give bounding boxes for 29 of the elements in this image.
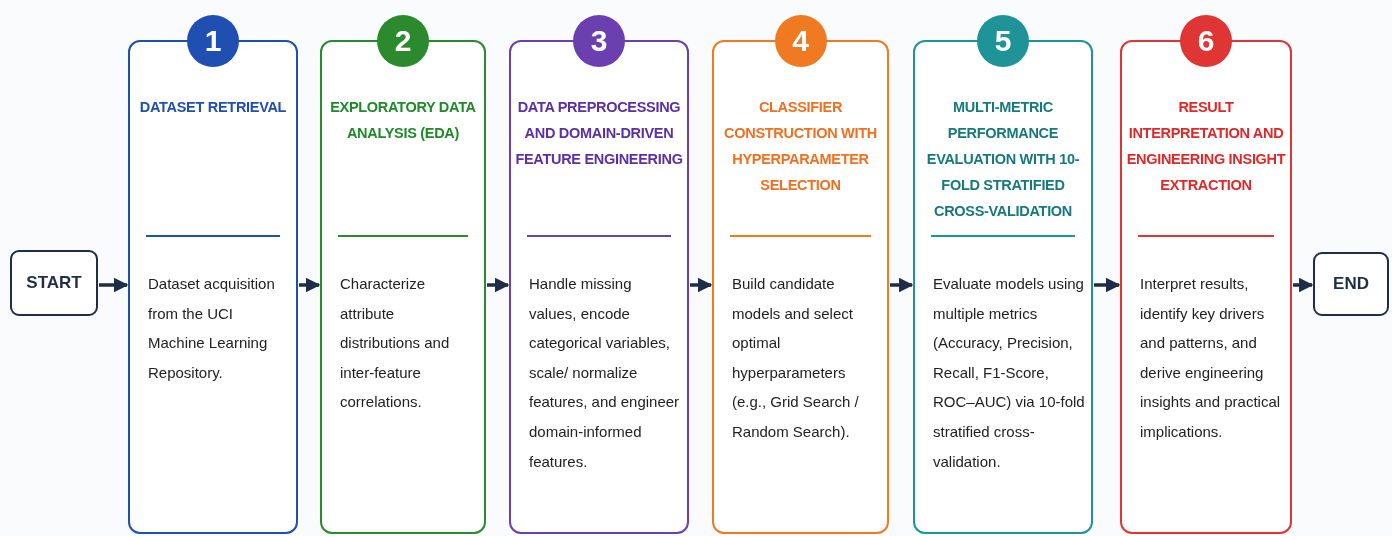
arrow [690,277,713,293]
step-title: EXPLORATORY DATA ANALYSIS (EDA) [329,98,477,143]
terminal-box [1313,252,1389,316]
step-number-badge: 6 [1180,15,1232,67]
arrow [890,277,914,293]
arrow [1293,277,1314,293]
step-number-badge: 5 [977,15,1029,67]
step-description: Dataset acquisition from the UCI Machine Learning Repository. [148,274,276,383]
terminal-box [10,250,98,316]
step-title: RESULT INTERPRETATION AND ENGINEERING INSIGHT EXTRACTION [1126,98,1286,195]
step-description: Build candidate models and select optimal hyperparameters (e.g., Grid Search / Random Search). [732,274,860,442]
step-description: Characterize attribute distributions and inter-feature correlations. [340,274,451,413]
step-number-badge: 3 [573,15,625,67]
arrow [487,277,510,293]
step-number-badge: 4 [774,15,827,67]
step-description: Interpret results, identify key drivers and patterns, and derive engineering insights and practical implications. [1140,274,1282,442]
step-description: Handle missing values, encode categorical variables, scale/ normalize features, and engineer domain-informed features. [529,274,681,472]
arrow [99,277,129,293]
arrow [299,277,321,293]
terminal-label: END [1333,274,1369,294]
step-title: MULTI-METRIC PERFORMANCE EVALUATION WITH 10-FOLD STRATIFIED CROSS-VALIDATION [925,98,1081,221]
step-title: DATASET RETRIEVAL [138,98,288,117]
step-number-badge: 1 [187,15,239,67]
step-title: DATA PREPROCESSING AND DOMAIN-DRIVEN FEATURE ENGINEERING [515,98,683,169]
terminal-label: START [26,273,82,293]
step-title: CLASSIFIER CONSTRUCTION WITH HYPERPARAMETER SELECTION [723,98,878,195]
step-number-badge: 2 [377,15,429,67]
step-description: Evaluate models using multiple metrics (Accuracy, Precision, Recall, F1-Score, ROC–AUC) via 10-fold stratified cross-validation. [933,274,1085,472]
arrow [1094,277,1121,293]
